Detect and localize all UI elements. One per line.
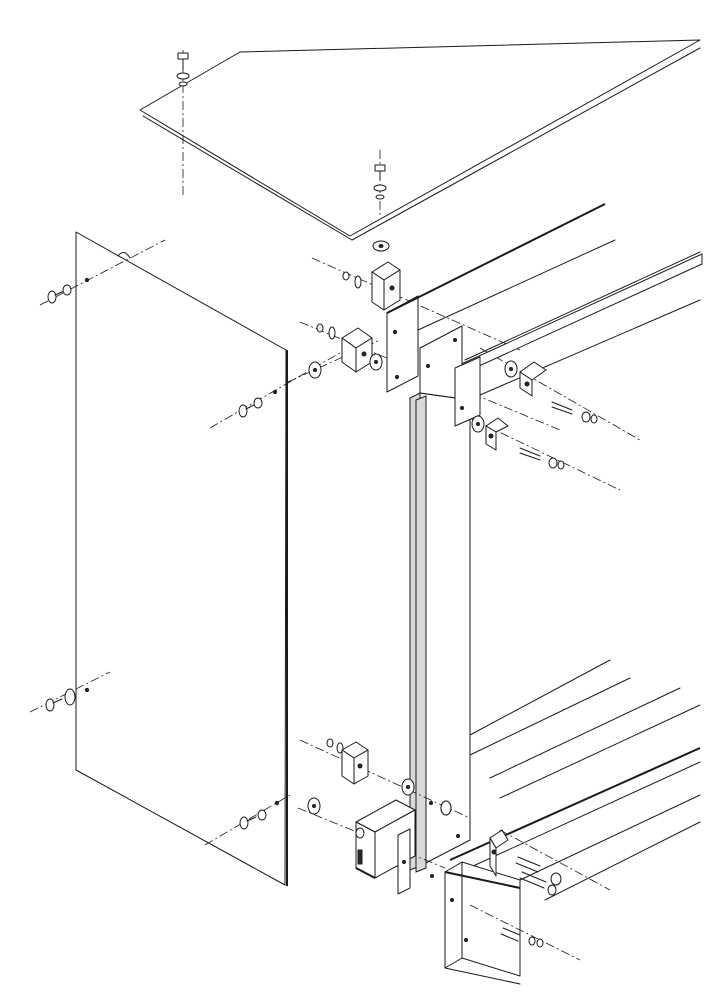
lower-plate: [397, 828, 411, 895]
lower-block: [355, 778, 416, 879]
angle-bracket: [519, 361, 547, 397]
lower-rails: [449, 659, 701, 901]
washer-icon: [354, 275, 362, 289]
right-plate: [454, 356, 481, 427]
nut-icon: [550, 872, 562, 886]
top-panel-bolts: [176, 50, 390, 252]
bottom-channel: [444, 861, 521, 985]
lower-angle-bracket: [489, 829, 509, 877]
corner-post: [409, 325, 471, 873]
right-fasteners: [471, 360, 598, 470]
bolt-icon: [519, 447, 565, 470]
lower-post-holes: [429, 800, 460, 878]
lower-right-fasteners: [469, 829, 611, 961]
bolt-icon: [176, 52, 190, 87]
nut-icon: [316, 323, 324, 333]
angle-bracket: [371, 261, 401, 311]
nut-icon: [536, 938, 544, 948]
nut-icon: [342, 271, 350, 281]
top-panel: [139, 39, 701, 241]
nut-icon: [326, 738, 334, 748]
screw-icon: [239, 809, 267, 830]
angle-bracket: [341, 741, 369, 785]
bolt-icon: [551, 401, 598, 424]
washer-icon: [440, 800, 452, 816]
screw-icon: [47, 284, 72, 304]
washer-icon: [528, 936, 536, 946]
angle-bracket: [485, 417, 509, 451]
washer-icon: [547, 884, 557, 896]
side-panel: [75, 231, 288, 886]
screw-icon: [45, 688, 76, 712]
bolt-icon: [373, 164, 387, 200]
washer-icon: [328, 326, 336, 340]
screw-icon: [238, 397, 263, 418]
side-panel-fasteners: [29, 239, 346, 846]
angle-bracket: [341, 327, 373, 373]
